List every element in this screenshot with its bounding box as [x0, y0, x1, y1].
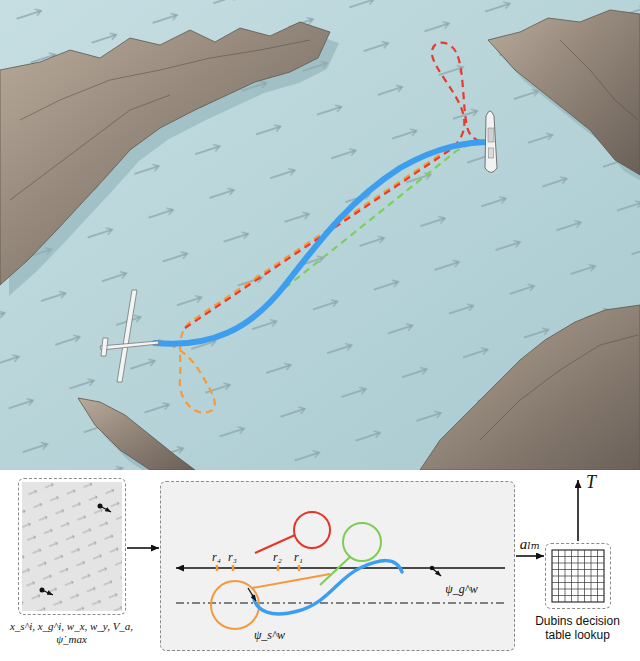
water	[0, 0, 640, 470]
node-text: x_s^i, x_g^i, w_x, w_y, V_a, ψ̇_max	[6, 620, 138, 646]
node-text: r₂	[273, 550, 282, 564]
input-box: x_s^i, x_g^i, w_x, w_y, V_a, ψ̇_max	[18, 478, 126, 615]
wind-frame-box: r₄ r₃ r₂ r₁ ψ_g^w ψ_s^w	[160, 481, 515, 651]
scene	[0, 0, 640, 470]
optimal-path	[155, 142, 492, 344]
decision-table-box: Dubins decision table lookup	[545, 543, 611, 609]
red-path	[185, 43, 488, 328]
node-text: ψ_s^w	[254, 628, 285, 642]
node-text: r₁	[294, 550, 303, 564]
output-arrow	[577, 480, 579, 541]
aircraft	[100, 290, 159, 382]
output-label: T	[586, 472, 596, 494]
node-text: ψ_g^w	[445, 582, 478, 596]
ridge-lines	[10, 40, 638, 440]
green-path	[285, 142, 488, 288]
wind-frame-sketch	[160, 481, 515, 651]
orange-path	[158, 142, 488, 413]
wind-field-panel	[22, 482, 122, 611]
node-text: Dubins decision table lookup	[530, 614, 626, 643]
ship	[485, 111, 497, 173]
edge-label: aₗₘ	[520, 535, 540, 553]
node-text: r₃	[228, 550, 237, 564]
decision-table-grid	[552, 550, 604, 602]
node-text: r₄	[212, 550, 221, 564]
flow-arrow	[516, 555, 544, 557]
flow-arrow	[127, 547, 159, 549]
terrain	[0, 10, 640, 470]
wind-arrows	[0, 0, 640, 470]
